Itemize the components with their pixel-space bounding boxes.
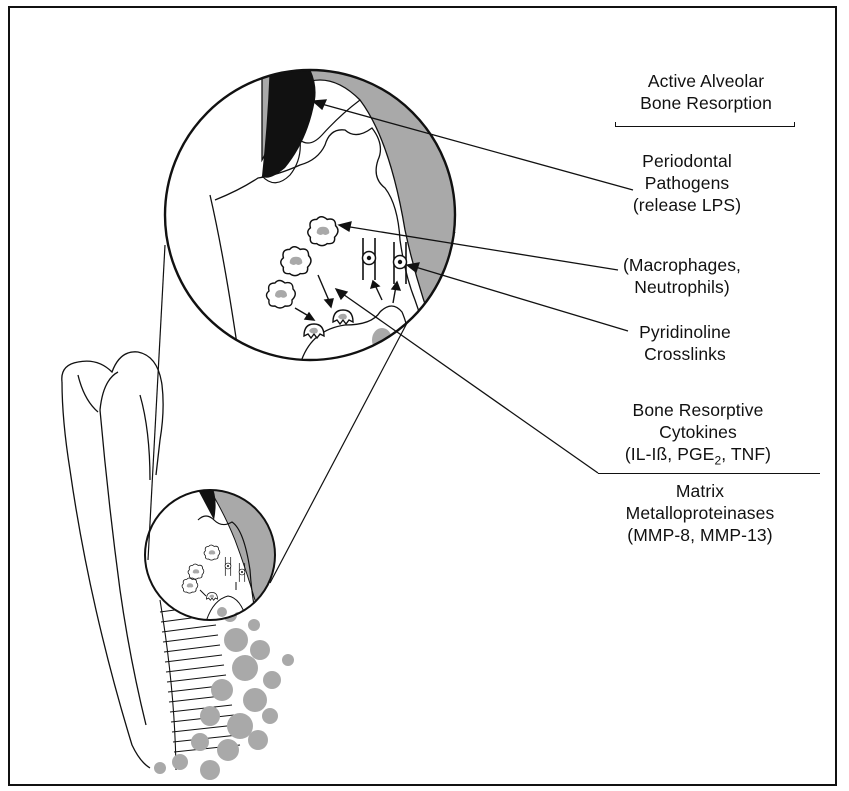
label-bone-resorptive-cytokines: Bone Resorptive Cytokines (IL-Iß, PGE2, … bbox=[593, 399, 803, 472]
neutrophil-cell bbox=[267, 281, 296, 309]
title-line-1: Active Alveolar bbox=[610, 70, 802, 92]
pyridinoline-line-2: Crosslinks bbox=[625, 343, 745, 365]
diagram-title: Active Alveolar Bone Resorption bbox=[610, 70, 802, 114]
cytokines-list-post: , TNF) bbox=[721, 444, 771, 464]
cytokines-line-1: Bone Resorptive bbox=[593, 399, 803, 421]
cells-line-1: (Macrophages, bbox=[617, 254, 747, 276]
label-macrophages-neutrophils: (Macrophages, Neutrophils) bbox=[617, 254, 747, 298]
separator-line bbox=[598, 473, 820, 474]
macrophage-cell bbox=[308, 217, 338, 246]
title-line-2: Bone Resorption bbox=[610, 92, 802, 114]
alveolar-bone bbox=[154, 608, 294, 780]
pathogens-line-1: Periodontal bbox=[612, 150, 762, 172]
cytokines-line-3: (IL-Iß, PGE2, TNF) bbox=[593, 443, 803, 472]
label-periodontal-pathogens: Periodontal Pathogens (release LPS) bbox=[612, 150, 762, 216]
mmp-line-1: Matrix bbox=[605, 480, 795, 502]
cytokines-line-2: Cytokines bbox=[593, 421, 803, 443]
title-underline-bracket bbox=[615, 122, 795, 127]
label-matrix-metalloproteinases: Matrix Metalloproteinases (MMP-8, MMP-13… bbox=[605, 480, 795, 546]
large-magnifier bbox=[160, 60, 470, 400]
mmp-line-2: Metalloproteinases bbox=[605, 502, 795, 524]
label-pyridinoline-crosslinks: Pyridinoline Crosslinks bbox=[625, 321, 745, 365]
pyridinoline-line-1: Pyridinoline bbox=[625, 321, 745, 343]
pathogens-line-2: Pathogens bbox=[612, 172, 762, 194]
mmp-line-3: (MMP-8, MMP-13) bbox=[605, 524, 795, 546]
cells-line-2: Neutrophils) bbox=[617, 276, 747, 298]
cytokines-list-pre: (IL-Iß, PGE bbox=[625, 444, 715, 464]
macrophage-cell bbox=[281, 247, 311, 276]
pathogens-line-3: (release LPS) bbox=[612, 194, 762, 216]
